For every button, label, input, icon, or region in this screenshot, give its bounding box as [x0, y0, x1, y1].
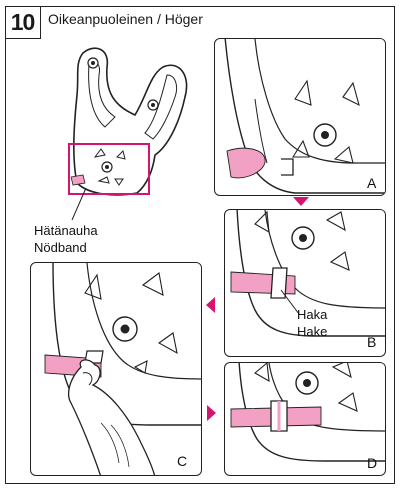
- arrow-down-icon: [293, 197, 309, 207]
- panel-c: C: [30, 262, 202, 476]
- emergency-strap-fi: Hätänauha: [34, 222, 98, 239]
- hook-label: Haka Hake: [297, 306, 327, 340]
- step-number: 10: [5, 6, 41, 39]
- panel-a: A: [214, 38, 386, 196]
- panel-c-drawing: [31, 263, 202, 476]
- emergency-strap-sv: Nödband: [34, 239, 98, 256]
- hook-fi: Haka: [297, 306, 327, 323]
- panel-a-letter: A: [367, 175, 376, 191]
- leader-line: [58, 186, 118, 226]
- hook-sv: Hake: [297, 323, 327, 340]
- arrow-right-icon: [206, 405, 216, 421]
- emergency-strap-label: Hätänauha Nödband: [34, 222, 98, 256]
- panel-d-letter: D: [367, 455, 377, 471]
- step-title: Oikeanpuoleinen / Höger: [48, 11, 203, 27]
- panel-d-drawing: [225, 363, 386, 476]
- panel-d: D: [224, 362, 386, 476]
- panel-b: Haka Hake B: [224, 209, 386, 357]
- panel-c-letter: C: [177, 453, 187, 469]
- panel-b-letter: B: [367, 334, 376, 350]
- arrow-left-icon: [206, 297, 216, 313]
- panel-a-drawing: [215, 39, 386, 196]
